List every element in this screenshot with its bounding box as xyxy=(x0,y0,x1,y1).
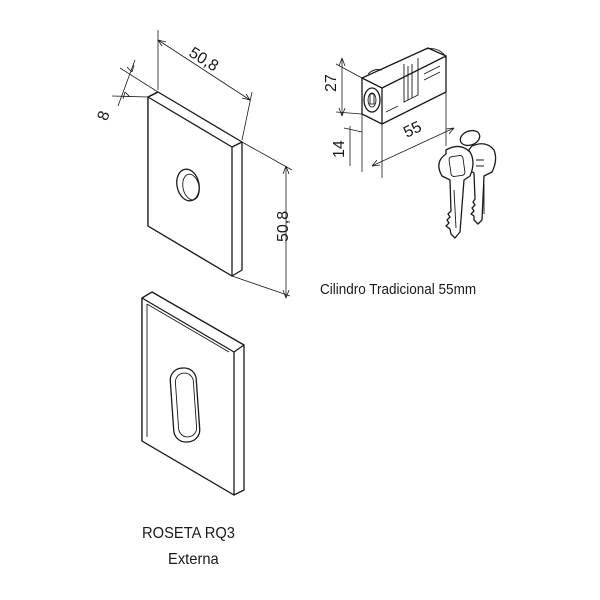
dim-plate-height-label: 50,8 xyxy=(275,211,292,242)
dim-cylinder-offset-label: 14 xyxy=(331,140,348,158)
plate-round-hole xyxy=(176,168,200,202)
plate-front-view xyxy=(147,91,243,277)
keys-icon xyxy=(438,129,497,239)
roseta-subtitle: Externa xyxy=(168,551,219,568)
dim-plate-width-label: 50,8 xyxy=(186,44,222,75)
dim-cylinder-height: 27 xyxy=(323,57,363,117)
roseta-title: ROSETA RQ3 xyxy=(142,525,235,542)
dim-plate-thickness-label: 8 xyxy=(95,109,114,123)
dim-cylinder-offset: 14 xyxy=(331,114,363,172)
dim-cylinder-length-label: 55 xyxy=(401,118,425,141)
cylinder-caption: Cilindro Tradicional 55mm xyxy=(320,281,477,298)
dim-cylinder-length: 55 xyxy=(371,92,455,178)
roseta-oblong-keyhole xyxy=(169,367,201,443)
roseta-rq3-plate xyxy=(141,291,245,496)
dim-plate-height: 50,8 xyxy=(231,141,293,299)
dim-cylinder-height-label: 27 xyxy=(323,74,340,92)
euro-cylinder xyxy=(361,47,447,125)
